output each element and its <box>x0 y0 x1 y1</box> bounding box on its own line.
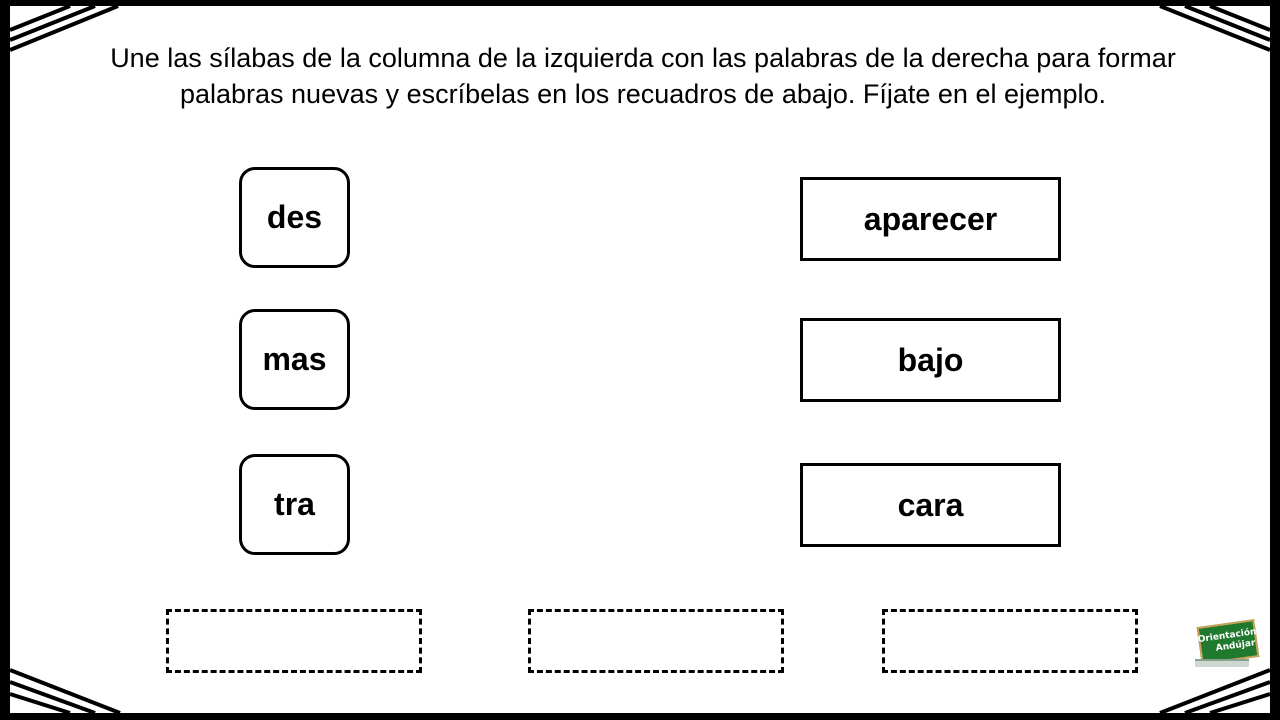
word-card[interactable]: cara <box>800 463 1061 547</box>
logo-base <box>1195 659 1249 667</box>
answer-box[interactable] <box>882 609 1138 673</box>
chalkboard-icon: Orientación Andújar <box>1196 619 1260 665</box>
answer-box[interactable] <box>166 609 422 673</box>
word-card[interactable]: bajo <box>800 318 1061 402</box>
syllable-card[interactable]: mas <box>239 309 350 410</box>
syllable-card[interactable]: des <box>239 167 350 268</box>
instructions-text: Une las sílabas de la columna de la izqu… <box>110 43 1176 109</box>
answer-box[interactable] <box>528 609 784 673</box>
syllable-card[interactable]: tra <box>239 454 350 555</box>
word-card[interactable]: aparecer <box>800 177 1061 261</box>
orientacion-andujar-logo: Orientación Andújar <box>1195 619 1260 667</box>
